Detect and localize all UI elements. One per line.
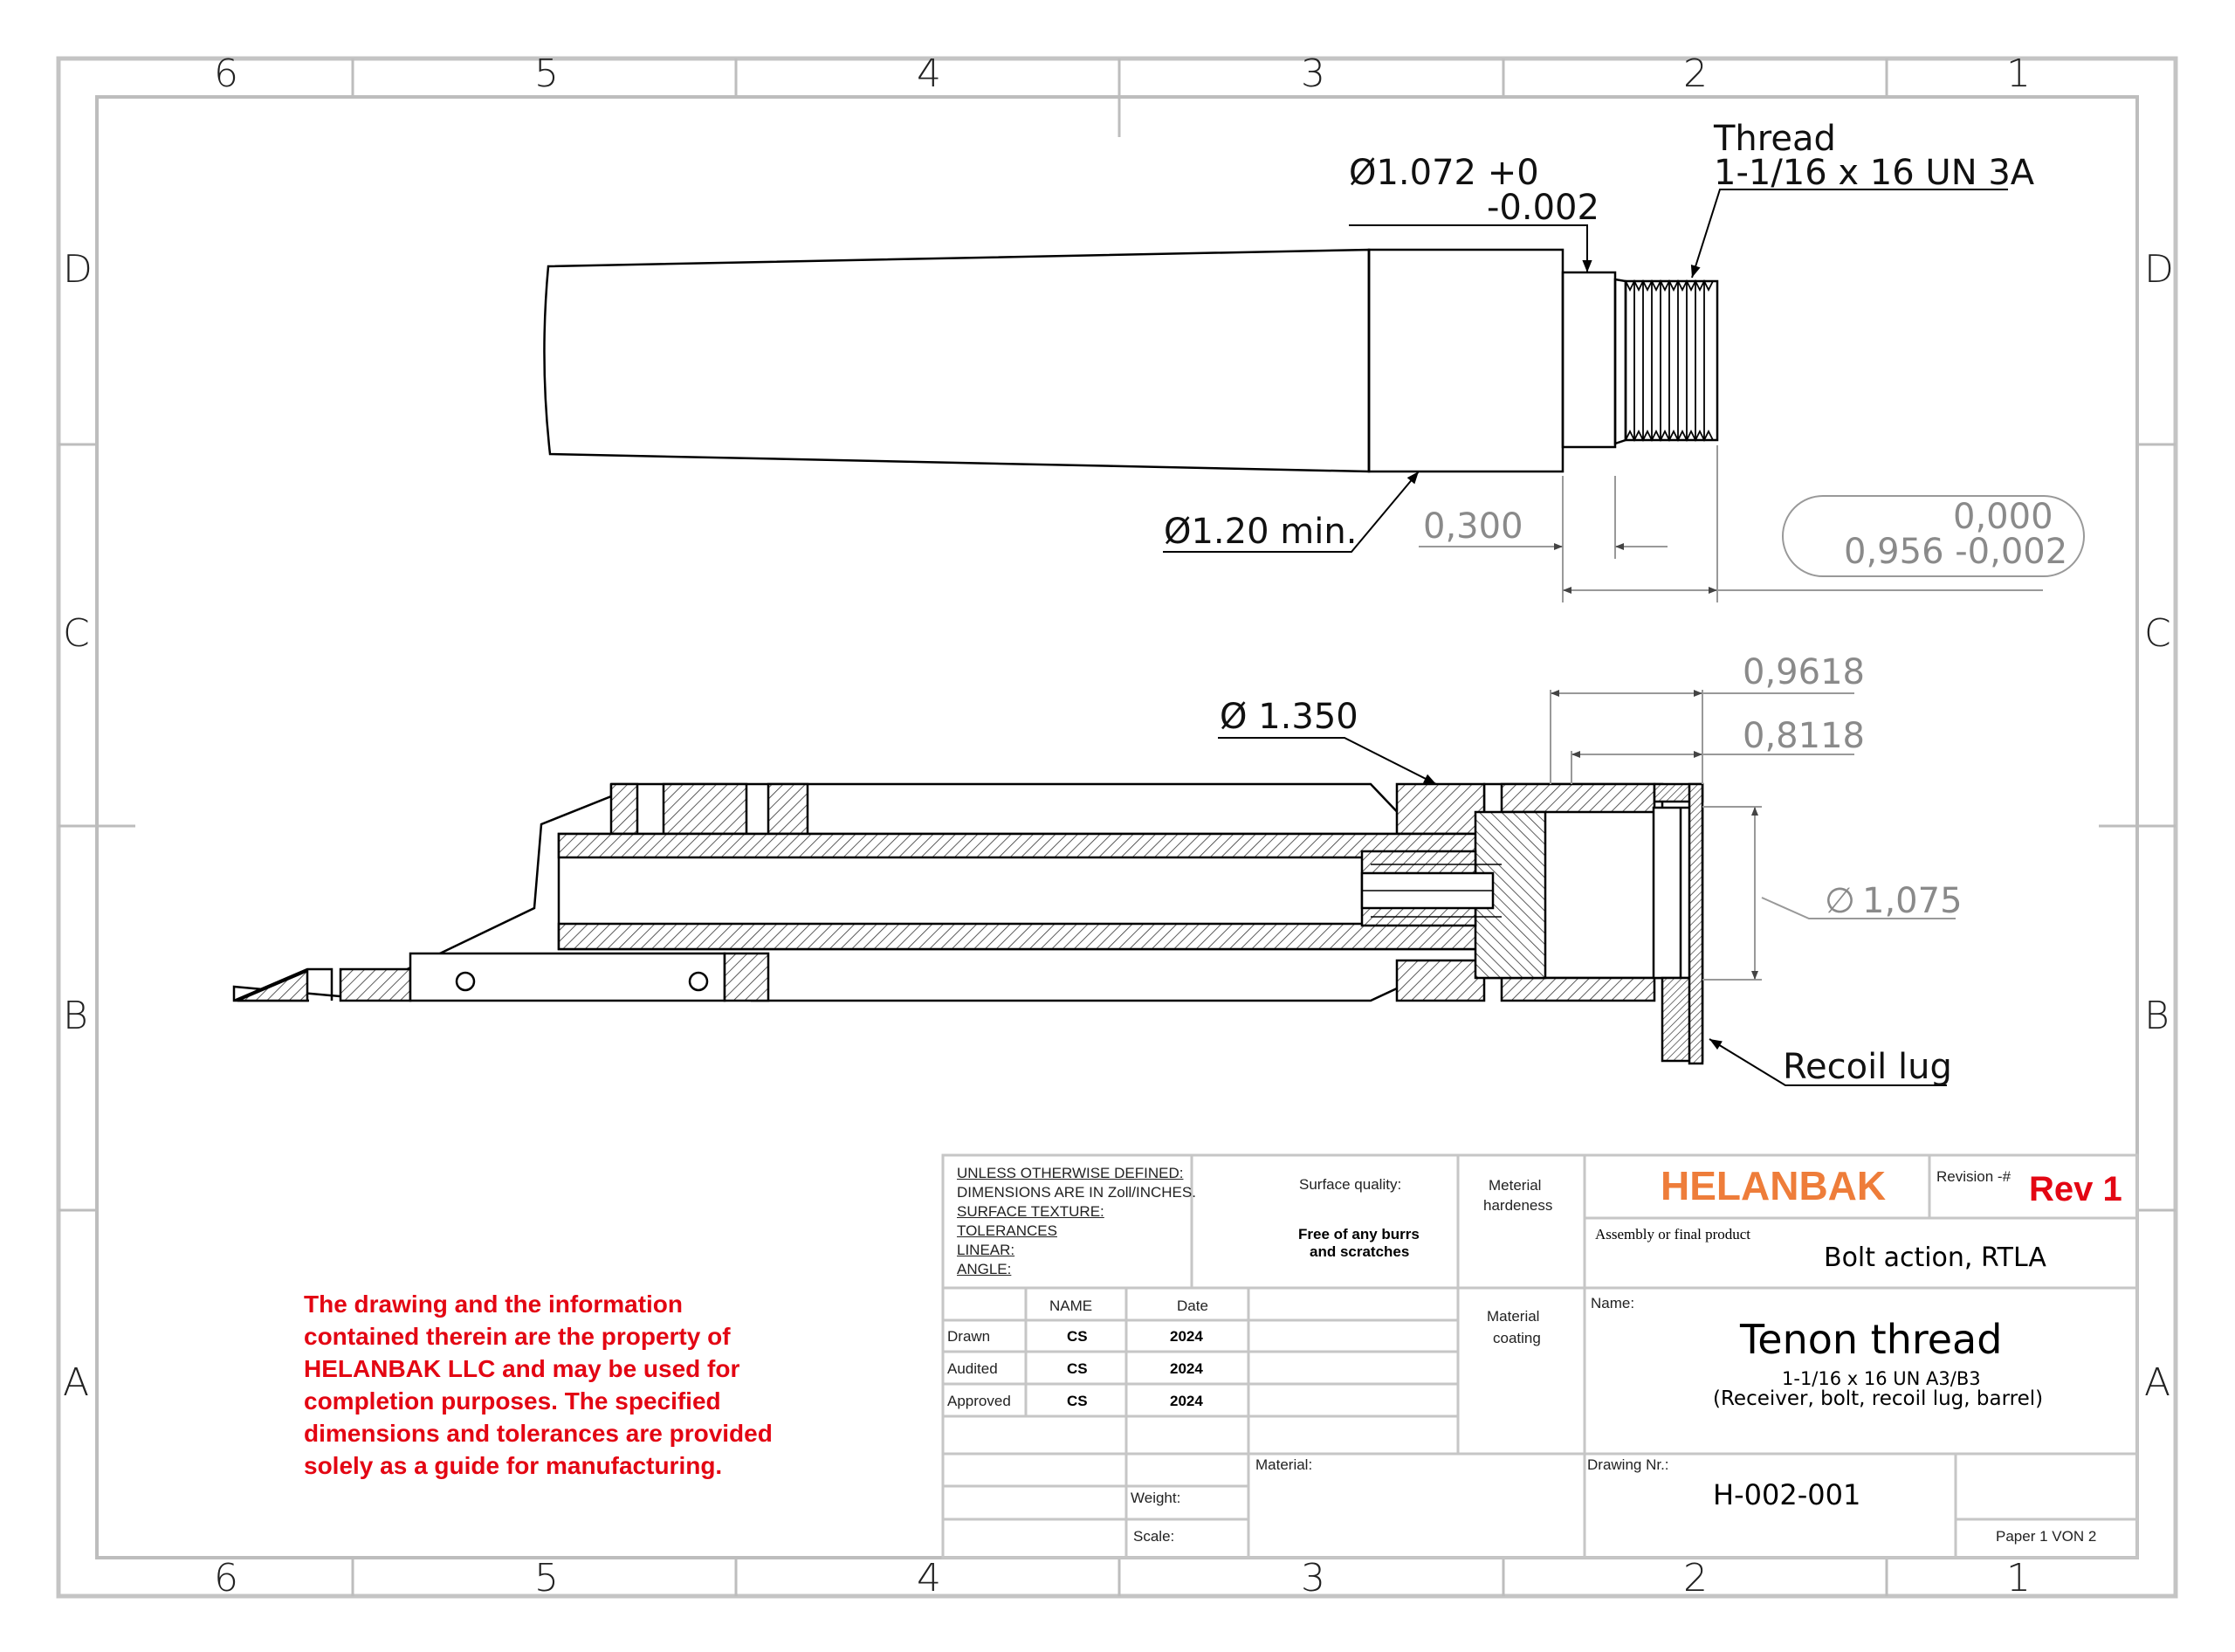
defaults-block: UNLESS OTHERWISE DEFINED: DIMENSIONS ARE… bbox=[957, 1164, 1196, 1279]
drawing-subtitle-1: 1-1/16 x 16 UN A3/B3 bbox=[1782, 1368, 1981, 1389]
zone-col-1-top: 1 bbox=[2006, 52, 2031, 96]
surface-value-1: Free of any burrs bbox=[1298, 1226, 1420, 1242]
defaults-line: DIMENSIONS ARE IN Zoll/INCHES. bbox=[957, 1184, 1196, 1201]
section-view bbox=[232, 782, 1704, 1065]
company-logo: HELANBAK bbox=[1661, 1163, 1887, 1208]
scale-label: Scale: bbox=[1133, 1528, 1175, 1545]
zone-row-c-left: C bbox=[63, 611, 90, 656]
zone-row-d-left: D bbox=[63, 247, 93, 292]
zone-row-a-left: A bbox=[63, 1360, 90, 1405]
revision-label: Revision -# bbox=[1936, 1168, 2012, 1185]
notice-line: completion purposes. The specified bbox=[304, 1387, 721, 1415]
drawing-nr-label: Drawing Nr.: bbox=[1587, 1456, 1669, 1473]
revision-value: Rev 1 bbox=[2029, 1170, 2122, 1208]
diameter-1075: 1,075 bbox=[1862, 881, 1963, 921]
length-tolerance-upper: 0,000 bbox=[1953, 497, 2053, 537]
defaults-line: TOLERANCES bbox=[957, 1222, 1057, 1239]
zone-col-4-bottom: 4 bbox=[917, 1556, 941, 1600]
zone-row-c-right: C bbox=[2144, 611, 2171, 656]
zone-row-b-right: B bbox=[2144, 994, 2170, 1038]
notice-line: HELANBAK LLC and may be used for bbox=[304, 1355, 740, 1382]
zone-col-6-bottom: 6 bbox=[214, 1556, 238, 1600]
date-drawn: 2024 bbox=[1170, 1328, 1203, 1345]
hardness-label-1: Meterial bbox=[1489, 1177, 1542, 1194]
diameter-bolt: Ø 1.350 bbox=[1220, 697, 1358, 737]
recoil-lug-label: Recoil lug bbox=[1783, 1047, 1952, 1087]
diameter-symbol-icon: ∅ bbox=[1825, 881, 1855, 921]
role-approved: Approved bbox=[947, 1393, 1011, 1409]
length-8118: 0,8118 bbox=[1743, 716, 1865, 756]
zone-col-4-top: 4 bbox=[917, 52, 941, 96]
material-label: Material: bbox=[1255, 1456, 1313, 1473]
name-label: Name: bbox=[1591, 1295, 1635, 1311]
notice-line: The drawing and the information bbox=[304, 1291, 683, 1318]
diameter-tolerance: -0.002 bbox=[1487, 188, 1599, 228]
zone-row-b-left: B bbox=[63, 994, 88, 1038]
zone-col-3-bottom: 3 bbox=[1301, 1556, 1325, 1600]
zone-col-5-top: 5 bbox=[534, 52, 559, 96]
coating-label-2: coating bbox=[1493, 1330, 1541, 1346]
diameter-main: Ø1.072 +0 bbox=[1349, 153, 1539, 193]
diameter-min: Ø1.20 min. bbox=[1164, 512, 1358, 552]
tenon-view bbox=[543, 248, 1719, 473]
date-header: Date bbox=[1177, 1298, 1208, 1314]
assembly-label: Assembly or final product bbox=[1595, 1226, 1750, 1242]
length-300: 0,300 bbox=[1423, 506, 1523, 547]
length-9618: 0,9618 bbox=[1743, 652, 1865, 692]
assembly-value: Bolt action, RTLA bbox=[1824, 1242, 2046, 1273]
coating-label-1: Material bbox=[1487, 1308, 1540, 1325]
thread-spec: 1-1/16 x 16 UN 3A bbox=[1714, 153, 2035, 193]
weight-label: Weight: bbox=[1131, 1490, 1181, 1506]
length-tolerance-lower: 0,956 -0,002 bbox=[1844, 532, 2068, 572]
hardness-label-2: hardeness bbox=[1483, 1197, 1553, 1214]
zone-row-a-right: A bbox=[2144, 1360, 2171, 1405]
date-audited: 2024 bbox=[1170, 1360, 1203, 1377]
zone-row-d-right: D bbox=[2144, 247, 2174, 292]
name-header: NAME bbox=[1049, 1298, 1093, 1314]
section-dimension-lines bbox=[1218, 690, 1956, 1086]
name-drawn: CS bbox=[1067, 1328, 1088, 1345]
role-audited: Audited bbox=[947, 1360, 998, 1377]
defaults-line: ANGLE: bbox=[957, 1261, 1012, 1277]
zone-col-1-bottom: 1 bbox=[2006, 1556, 2031, 1600]
thread-title: Thread bbox=[1714, 119, 1836, 159]
notice-line: contained therein are the property of bbox=[304, 1323, 731, 1350]
defaults-line: UNLESS OTHERWISE DEFINED: bbox=[957, 1165, 1184, 1181]
top-dimension-lines bbox=[1163, 189, 2085, 602]
name-audited: CS bbox=[1067, 1360, 1088, 1377]
notice-line: solely as a guide for manufacturing. bbox=[304, 1452, 723, 1479]
defaults-line: LINEAR: bbox=[957, 1242, 1015, 1258]
role-drawn: Drawn bbox=[947, 1328, 991, 1345]
surface-value-2: and scratches bbox=[1310, 1243, 1410, 1260]
date-approved: 2024 bbox=[1170, 1393, 1203, 1409]
zone-col-2-top: 2 bbox=[1683, 52, 1708, 96]
surface-label: Surface quality: bbox=[1299, 1176, 1402, 1193]
paper-count: Paper 1 VON 2 bbox=[1996, 1528, 2097, 1545]
defaults-line: SURFACE TEXTURE: bbox=[957, 1203, 1104, 1220]
property-notice: The drawing and the information containe… bbox=[304, 1288, 828, 1482]
zone-col-5-bottom: 5 bbox=[534, 1556, 559, 1600]
name-approved: CS bbox=[1067, 1393, 1088, 1409]
title-block-grid bbox=[941, 1153, 2139, 1559]
thread-teeth bbox=[1625, 279, 1714, 443]
zone-col-3-top: 3 bbox=[1301, 52, 1325, 96]
drawing-nr: H-002-001 bbox=[1713, 1478, 1861, 1511]
drawing-title: Tenon thread bbox=[1740, 1316, 2003, 1363]
notice-line: dimensions and tolerances are provided bbox=[304, 1420, 773, 1447]
drawing-subtitle-2: (Receiver, bolt, recoil lug, barrel) bbox=[1713, 1387, 2044, 1410]
zone-col-6-top: 6 bbox=[214, 52, 238, 96]
zone-col-2-bottom: 2 bbox=[1683, 1556, 1708, 1600]
